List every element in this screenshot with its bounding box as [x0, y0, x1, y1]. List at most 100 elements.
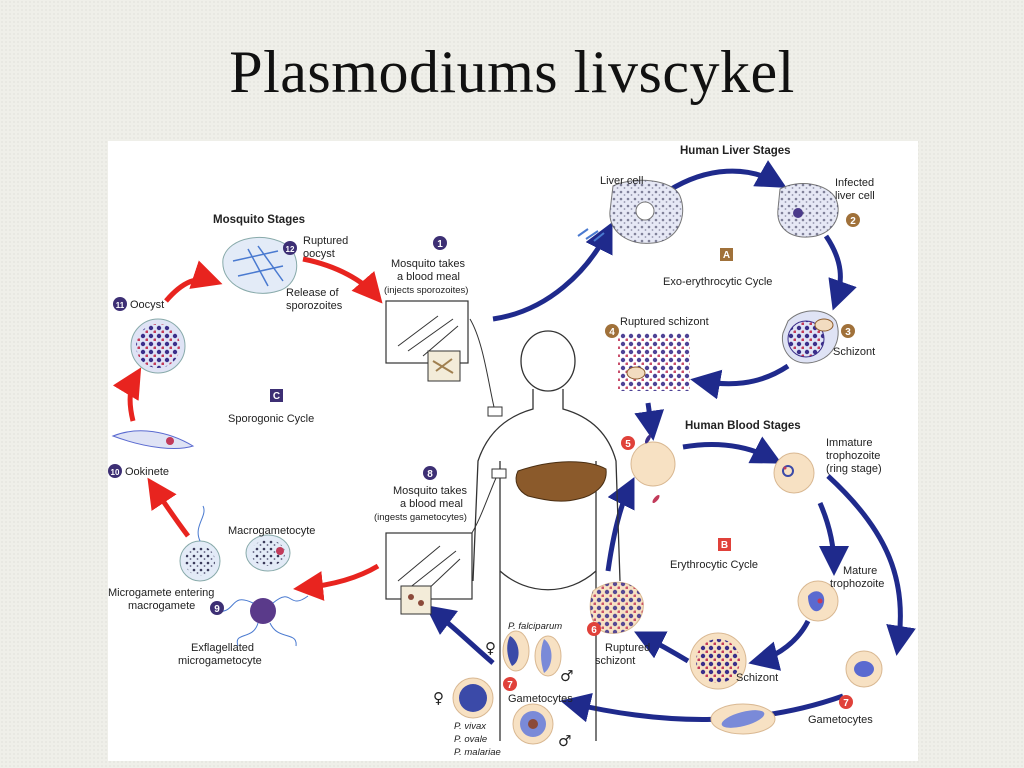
svg-text:2: 2 [850, 216, 856, 227]
step-8-line-1: Mosquito takes [393, 485, 467, 497]
rbc-blood-schizont [689, 632, 747, 690]
badge-step-12: 12 [283, 241, 297, 255]
step-11-label: Oocyst [130, 299, 164, 311]
falciparum-gametocyte-male [534, 635, 562, 677]
slide-title: Plasmodiums livscykel [229, 39, 795, 105]
badge-step-1: 1 [433, 236, 447, 250]
microgamete-entering-macrogamete [179, 505, 221, 582]
svg-text:10: 10 [111, 468, 120, 477]
cycle-c-label: Sporogonic Cycle [228, 413, 314, 425]
cycle-b-label: Erythrocytic Cycle [670, 559, 758, 571]
badge-step-7-right: 7 [839, 695, 853, 709]
svg-text:B: B [721, 540, 728, 551]
rbc-merozoite-entry [630, 441, 676, 487]
exflagellated-microgametocyte [212, 595, 309, 647]
step-1-line-2: a blood meal [397, 271, 460, 283]
macrogametocyte [245, 534, 291, 572]
mosquito-box-8 [385, 532, 473, 615]
step-4-label: Ruptured schizont [620, 316, 709, 328]
step-3-label: Schizont [833, 346, 875, 358]
gametocytes-label-left: Gametocytes [508, 693, 573, 705]
rbc-ruptured-schizont [589, 581, 644, 634]
step-2-line-1: Infected [835, 177, 874, 189]
svg-text:11: 11 [116, 301, 125, 310]
infected-liver-cell [777, 183, 839, 238]
arrow-gametocytes-to-mosquito [425, 604, 495, 665]
liver-organ [515, 461, 607, 502]
badge-step-4: 4 [605, 324, 619, 338]
gametocytes-label-right: Gametocytes [808, 714, 873, 726]
exflagellated-line-1: Exflagellated [191, 642, 254, 654]
male-symbol-2: ♂ [558, 732, 571, 750]
ookinete [111, 430, 195, 450]
p-malariae-label: P. malariae [454, 747, 501, 758]
injection-site-upper [487, 406, 503, 417]
mosquito-box-1 [385, 300, 469, 382]
svg-text:1: 1 [437, 239, 443, 250]
step-8-line-3: (ingests gametocytes) [374, 512, 467, 523]
arrow-meal-to-liver [492, 222, 613, 322]
arrow-liver-to-infected [666, 160, 787, 194]
arrow-schizont-to-ruptured [690, 363, 790, 400]
meal-line-upper [469, 318, 495, 408]
badge-step-7-left: 7 [503, 677, 517, 691]
rbc-immature-trophozoite [773, 452, 815, 494]
vivax-gametocyte-female [452, 677, 494, 719]
ruptured-liver-schizont [618, 333, 690, 391]
p-falciparum-label: P. falciparum [508, 621, 562, 632]
arrow-macro-to-ookinete [147, 477, 191, 538]
liver-cell-label: Liver cell [600, 175, 643, 187]
step-2-line-2: liver cell [835, 190, 875, 202]
step-10-label: Ookinete [125, 466, 169, 478]
svg-text:6: 6 [591, 625, 597, 636]
immature-line-3: (ring stage) [826, 463, 882, 475]
blood-schizont-label: Schizont [736, 672, 778, 684]
gametocyte-rbc-bottom [710, 703, 776, 735]
step-9-line-1: Microgamete entering [108, 587, 214, 599]
exflagellated-line-2: microgametocyte [178, 655, 262, 667]
badge-step-3: 3 [841, 324, 855, 338]
cycle-a-badge: A [720, 248, 733, 261]
svg-text:12: 12 [286, 245, 295, 254]
arrow-gametocytes-bottom [560, 692, 844, 723]
arrow-infected-to-schizont [823, 234, 857, 311]
badge-step-6: 6 [587, 622, 601, 636]
badge-step-10: 10 [108, 464, 122, 478]
female-symbol-2: ♀ [433, 689, 444, 707]
step-9-line-2: macrogamete [128, 600, 195, 612]
step-12-line-2: oocyst [303, 248, 335, 260]
svg-text:7: 7 [507, 680, 513, 691]
badge-step-9: 9 [210, 601, 224, 615]
mature-line-1: Mature [843, 565, 877, 577]
vivax-gametocyte-male [512, 703, 554, 745]
badge-step-8: 8 [423, 466, 437, 480]
oocyst [130, 318, 186, 374]
arrow-meal8-to-microgamete [293, 563, 380, 601]
gametocyte-rbc-right [845, 650, 883, 688]
arrow-ookinete-to-oocyst [112, 367, 142, 422]
arrow-immature-to-gametocytes [826, 474, 916, 656]
cycle-c-badge: C [270, 389, 283, 402]
human-liver-stages-heading: Human Liver Stages [680, 145, 791, 157]
arrow-mature-to-schizont [748, 619, 811, 671]
step-6-line-1: Ruptured [605, 642, 650, 654]
release-line-1: Release of [286, 287, 340, 299]
svg-text:3: 3 [845, 327, 851, 338]
svg-text:5: 5 [625, 439, 631, 450]
female-symbol-1: ♀ [485, 639, 496, 657]
male-symbol-1: ♂ [560, 667, 573, 685]
svg-text:C: C [273, 391, 280, 402]
svg-text:8: 8 [427, 469, 433, 480]
arrow-oocyst12-to-meal [302, 256, 383, 304]
immature-line-2: trophozoite [826, 450, 880, 462]
svg-text:A: A [723, 250, 730, 261]
falciparum-gametocyte-female [502, 630, 530, 672]
badge-step-11: 11 [113, 297, 127, 311]
arrow-immature-to-mature [817, 502, 849, 576]
arrow-ruptured6-to-5 [605, 477, 635, 572]
arrow-schizont-to-ruptured6 [634, 631, 690, 664]
svg-text:4: 4 [609, 327, 615, 338]
merozoite-b [652, 494, 660, 504]
svg-text:7: 7 [843, 698, 849, 709]
liver-cell [609, 179, 684, 244]
